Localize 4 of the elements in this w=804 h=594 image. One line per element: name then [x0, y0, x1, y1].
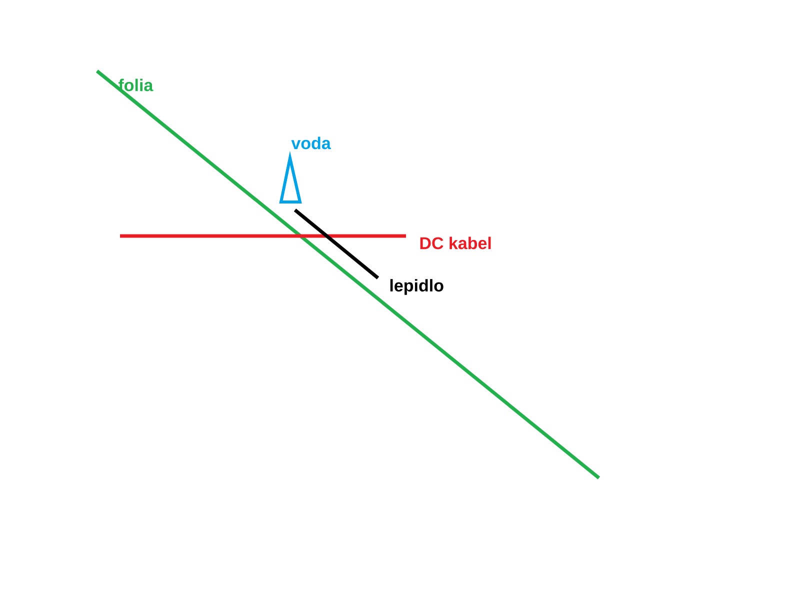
- part-label: voda: [291, 136, 331, 150]
- part-label: folia: [118, 78, 154, 92]
- part-label: lepidlo: [390, 279, 444, 295]
- part-label: DC kabel: [420, 236, 491, 250]
